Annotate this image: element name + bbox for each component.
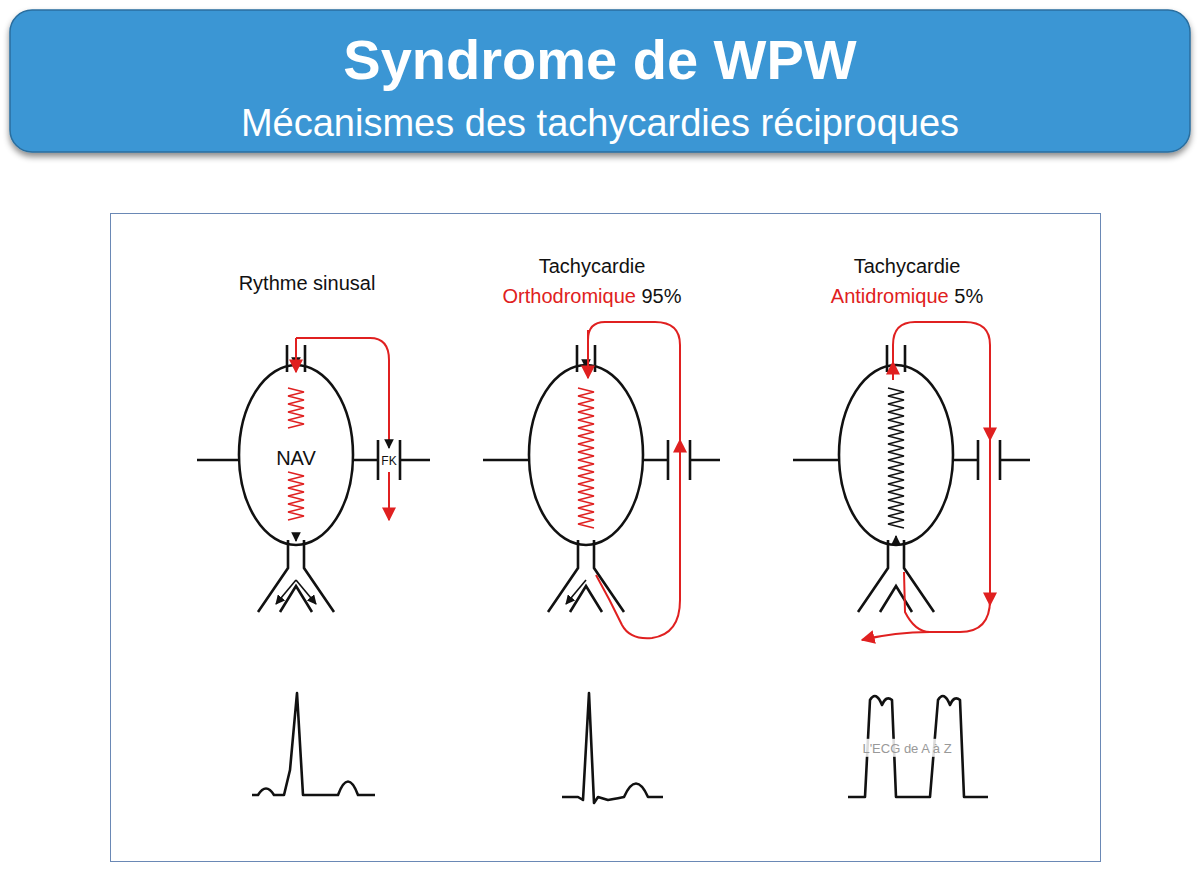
- percentage: 95%: [641, 285, 681, 307]
- text-line: Mécanismes des tachycardies réciproques: [241, 102, 959, 146]
- bundle-label: FK: [381, 454, 396, 468]
- column-heading: Rythme sinusal: [239, 272, 376, 294]
- tachycardia-type: Antidromique: [831, 285, 949, 307]
- heart-schemas: [197, 345, 1030, 612]
- text-line: NAV: [276, 447, 316, 470]
- text-line: Tachycardie: [539, 255, 646, 278]
- zigzag: [288, 388, 304, 428]
- zigzag: [578, 388, 594, 528]
- panel-frame: [111, 214, 1101, 862]
- av-node-label: NAV: [276, 447, 316, 469]
- percentage: 5%: [954, 285, 983, 307]
- title: Syndrome de WPW: [343, 28, 856, 91]
- title-line: Syndrome de WPW: [343, 28, 856, 92]
- zigzag: [288, 472, 304, 520]
- text-line: Tachycardie: [854, 255, 961, 278]
- conduction-arrows: [276, 322, 990, 640]
- text-line: Rythme sinusal: [239, 272, 376, 295]
- column-heading: Tachycardie: [854, 255, 961, 277]
- zigzag: [888, 388, 904, 528]
- text-line: FK: [381, 451, 396, 469]
- tachycardia-type: Orthodromique: [502, 285, 635, 307]
- text-line: L'ECG de A à Z: [860, 739, 953, 757]
- text-line: Orthodromique 95%: [502, 285, 681, 308]
- av-node-zigzags: [288, 388, 904, 528]
- column-heading: Tachycardie: [539, 255, 646, 277]
- subtitle: Mécanismes des tachycardies réciproques: [241, 102, 959, 144]
- text-line: Antidromique5%: [831, 285, 983, 308]
- watermark: L'ECG de A à Z: [862, 741, 951, 756]
- ecg-traces: [252, 693, 988, 803]
- title-banner: [10, 10, 1190, 152]
